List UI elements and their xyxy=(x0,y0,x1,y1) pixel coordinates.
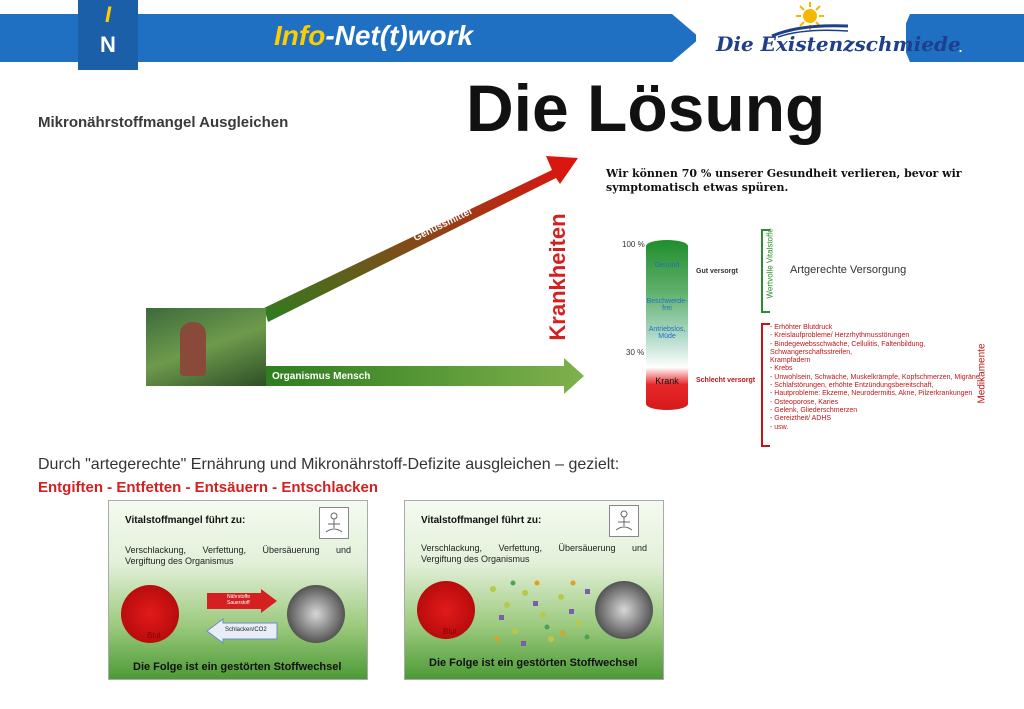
pct-100: 100 % xyxy=(622,240,645,249)
artgerecht-label: Artgerechte Versorgung xyxy=(790,264,907,276)
arrow-label-naehrstoffe: Nährstoffe Sauerstoff xyxy=(227,594,250,606)
blut-label: Blut xyxy=(147,631,161,640)
bottom-subheading: Entgiften - Entfetten - Entsäuern - Ents… xyxy=(38,479,379,496)
arrow-label-schlacken: Schlacken/CO2 xyxy=(225,627,267,633)
badge-letter-n: N xyxy=(100,32,116,57)
brand-name: Info-Net(t)work xyxy=(274,20,473,52)
panel-1-title: Vitalstoffmangel führt zu: xyxy=(125,515,246,526)
condition-item: - Schlafstörungen, erhöhte Entzündungsbe… xyxy=(770,382,934,390)
horizontal-arrow xyxy=(264,358,584,394)
gut-versorgt: Gut versorgt xyxy=(696,268,739,275)
blood-cell xyxy=(417,581,475,639)
brand-network: -Net(t)work xyxy=(325,20,474,51)
left-heading: Mikronährstoffmangel Ausgleichen xyxy=(38,114,289,131)
toxin-particles xyxy=(490,580,590,646)
body-cell xyxy=(287,585,345,643)
panel-1-footer: Die Folge ist ein gestörten Stoffwechsel xyxy=(133,661,342,673)
pct-30: 30 % xyxy=(626,348,645,357)
condition-item: - Hautprobleme: Ekzeme, Neurodermitis, A… xyxy=(770,390,973,398)
condition-item: - Kreislaufprobleme/ Herzrhythmusstörung… xyxy=(770,332,910,340)
tube-gesund: Gesund xyxy=(654,262,680,269)
body-cell xyxy=(595,581,653,639)
right-intro: Wir können 70 % unserer Gesundheit verli… xyxy=(606,167,962,194)
panel-2-footer: Die Folge ist ein gestörten Stoffwechsel xyxy=(429,657,638,669)
panel-1: Vitalstoffmangel führt zu: Verschlackung… xyxy=(108,500,368,680)
condition-item: - Osteoporose, Karies xyxy=(770,398,839,406)
condition-item: - Krebs xyxy=(770,365,793,373)
tube-antrieb: Antriebslos, Müde xyxy=(648,326,686,340)
schlecht-versorgt: Schlecht versorgt xyxy=(696,377,756,384)
condition-item: - Gelenk, Gliederschmerzen xyxy=(770,406,858,414)
panel-2: Vitalstoffmangel führt zu: Verschlackung… xyxy=(404,500,664,680)
page-title: Die Lösung xyxy=(466,71,826,145)
panel-2-text: Verschlackung, Verfettung, Übersäuerung … xyxy=(421,543,647,564)
conditions-list: - Erhöhter Blutdruck - Kreislaufprobleme… xyxy=(770,324,980,432)
badge-letter-i: I xyxy=(104,2,112,27)
brackets xyxy=(761,229,770,447)
tube-krank: Krank xyxy=(655,376,679,386)
condition-item: - usw. xyxy=(770,423,789,431)
panel-1-text: Verschlackung, Verfettung, Übersäuerung … xyxy=(125,545,351,566)
medikamente-label: Medikamente xyxy=(976,343,988,404)
blood-cell xyxy=(121,585,179,643)
tube-beschwerde: Beschwerde-frei xyxy=(646,298,688,312)
label-krankheiten: Krankheiten xyxy=(545,213,570,341)
condition-item: - Bindegewebsschwäche, Cellulitis, Falte… xyxy=(770,340,926,348)
health-tube: Gesund Beschwerde-frei Antriebslos, Müde… xyxy=(646,240,688,410)
panel-2-title: Vitalstoffmangel führt zu: xyxy=(421,515,542,526)
exchange-arrows xyxy=(206,589,278,644)
logo-text: Die Existenzschmiede xyxy=(716,32,961,56)
condition-item: - Erhöhter Blutdruck xyxy=(770,324,833,331)
in-badge: I N xyxy=(78,0,138,70)
brand-info: Info xyxy=(274,20,326,51)
condition-item: Schwangerschaftsstreifen, xyxy=(770,348,853,356)
blut-label: Blut xyxy=(443,627,457,636)
header-dot: . xyxy=(958,36,964,56)
condition-item: - Unwohlsein, Schwäche, Muskelkrämpfe, K… xyxy=(770,373,980,381)
header-banner-right xyxy=(900,14,1024,62)
arrows-diagram xyxy=(264,156,584,394)
bottom-heading: Durch "artegerechte" Ernährung und Mikro… xyxy=(38,456,620,473)
person-figure xyxy=(180,322,206,376)
logo-area xyxy=(696,10,906,66)
diagonal-arrow xyxy=(264,156,578,322)
wertvolle-label: Wertvolle Vitalstoffe xyxy=(765,228,775,299)
condition-item: Krampfadern xyxy=(770,357,811,365)
label-organismus: Organismus Mensch xyxy=(272,371,371,382)
meditation-icon xyxy=(319,507,349,539)
meditation-icon xyxy=(609,505,639,537)
person-photo xyxy=(146,308,266,386)
condition-item: - Gereiztheit/ ADHS xyxy=(770,415,832,423)
road-logo-icon xyxy=(771,24,849,38)
